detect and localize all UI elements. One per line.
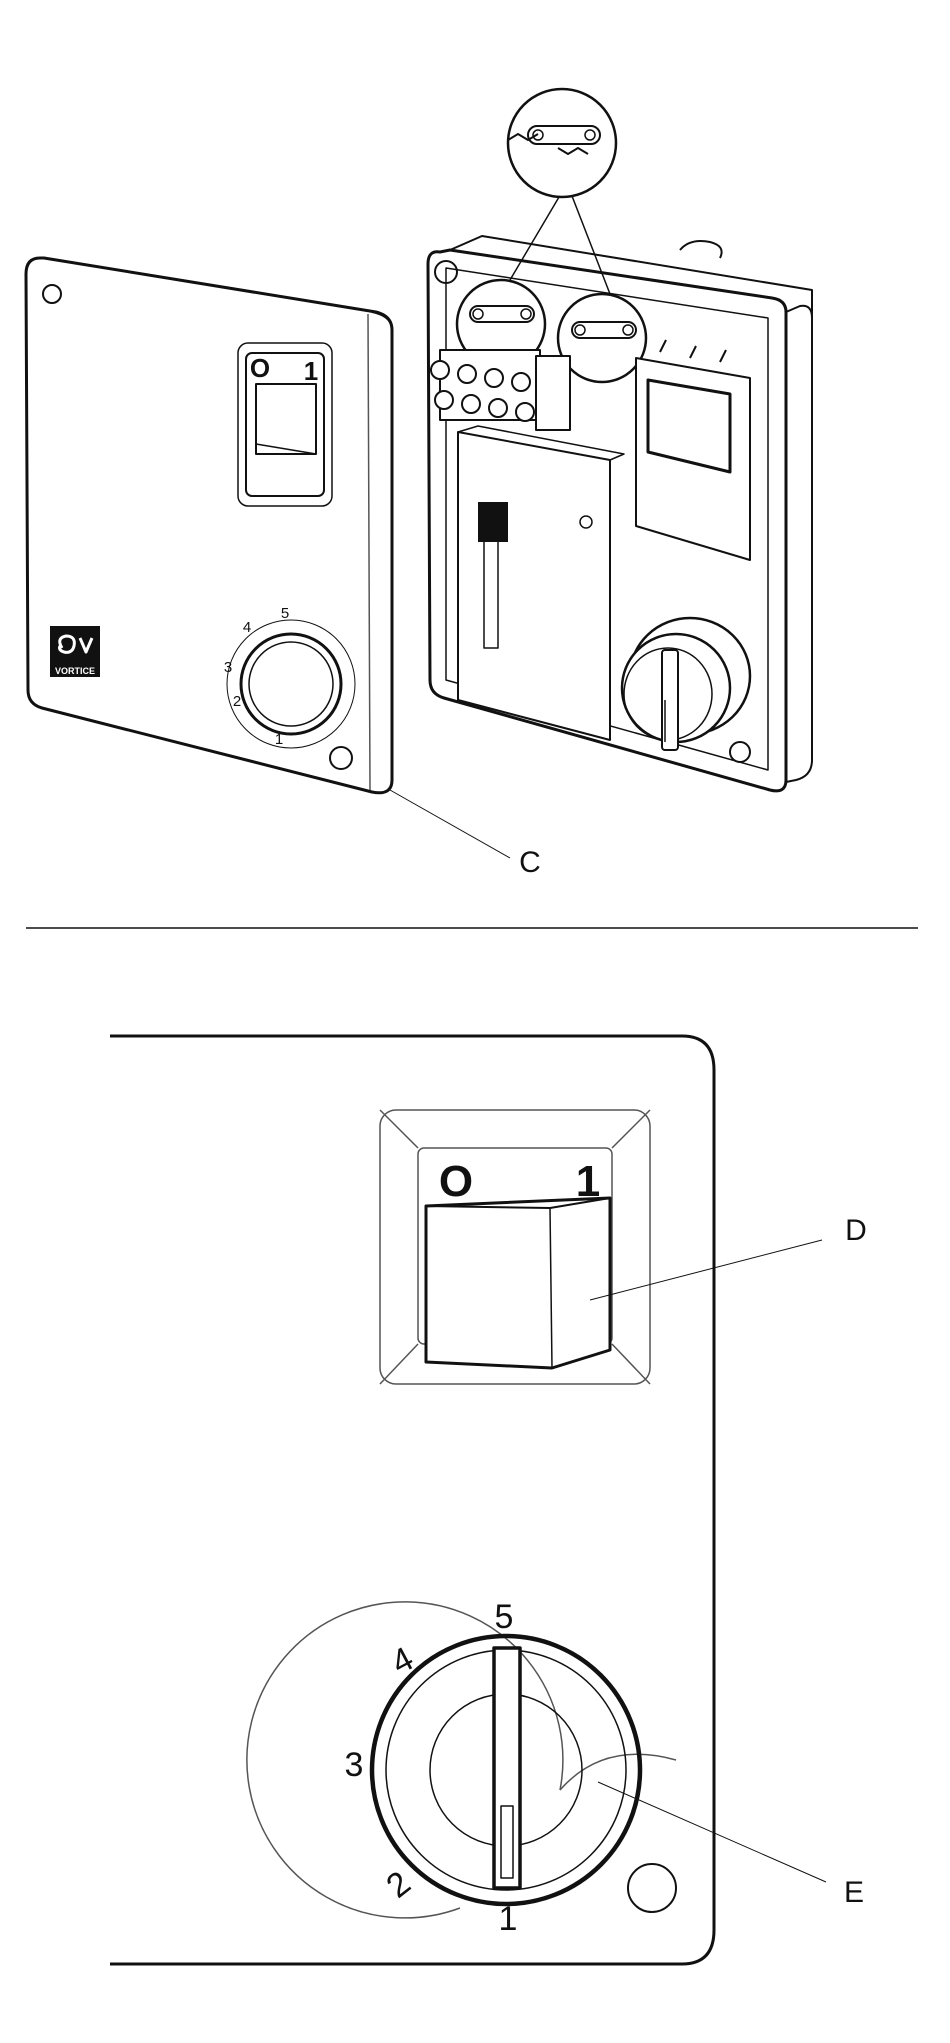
callout-line-e xyxy=(598,1782,826,1882)
dial-mark-2: 2 xyxy=(233,693,241,710)
switch-mark-on: 1 xyxy=(304,356,318,386)
dial-mark-3: 3 xyxy=(224,659,232,676)
enlarged-front-panel xyxy=(110,1036,714,1964)
dial-mark-4: 4 xyxy=(243,619,251,636)
inner-logo-mark xyxy=(478,502,508,542)
callout-line-d xyxy=(590,1240,822,1300)
open-enclosure xyxy=(428,89,812,791)
dial-mark-1-large: 1 xyxy=(499,1900,518,1938)
dial-mark-5: 5 xyxy=(281,605,289,622)
dial-mark-4-large: 4 xyxy=(385,1640,420,1682)
dial-mark-1: 1 xyxy=(275,731,283,748)
brand-text: VORTICE xyxy=(55,666,95,676)
dial-mark-3-large: 3 xyxy=(345,1746,364,1784)
callout-label-d: D xyxy=(845,1214,867,1247)
cover-plate: VORTICE xyxy=(26,258,392,793)
dial-mark-2-large: 2 xyxy=(379,1864,417,1906)
callout-label-e: E xyxy=(844,1876,864,1909)
callout-line-c xyxy=(390,790,510,858)
switch-mark-off-large: O xyxy=(439,1157,473,1206)
switch-mark-off: O xyxy=(250,353,270,383)
dial-mark-5-large: 5 xyxy=(495,1598,514,1636)
callout-label-c: C xyxy=(519,846,541,879)
switch-mark-on-large: 1 xyxy=(576,1157,600,1206)
